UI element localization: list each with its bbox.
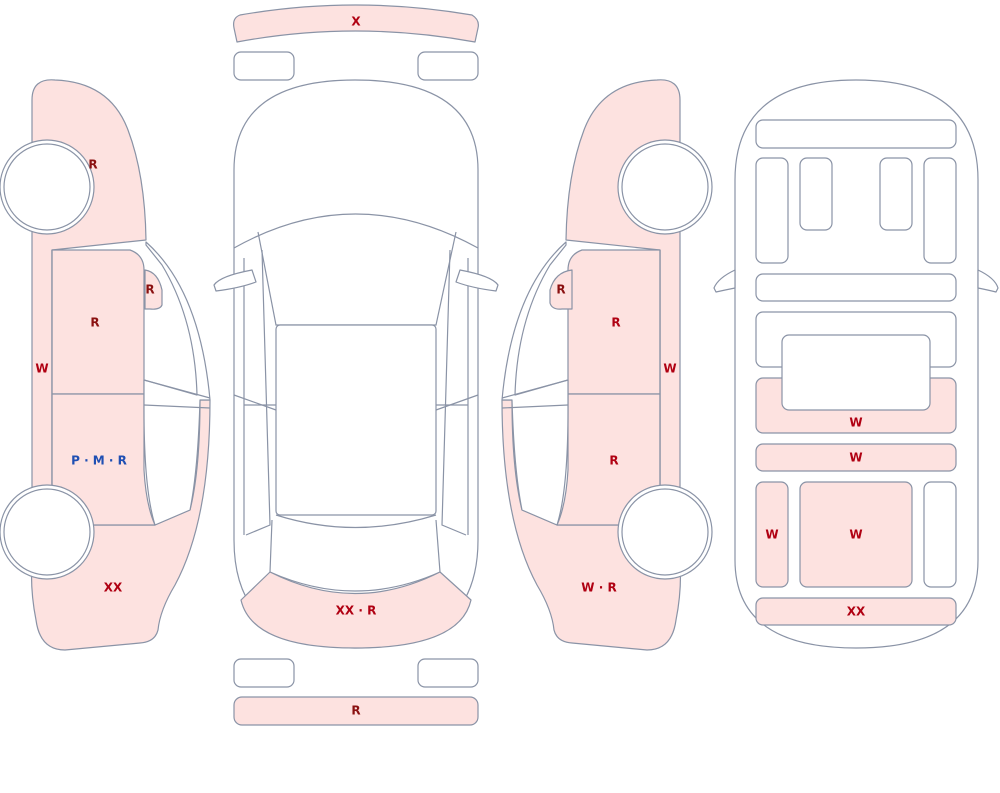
front-left-light[interactable] [233,51,295,81]
left-rear-wheel-inner[interactable] [3,488,91,576]
roof-part[interactable] [275,324,437,516]
floor-center-part[interactable] [799,481,913,588]
left-sill-label: W [35,362,48,376]
left-side-view: R R R W P · M · R XX [0,79,211,651]
front-bumper-label: X [351,15,361,29]
right-sill-label: W [663,362,676,376]
left-front-door-label: R [90,316,99,330]
top-left-mirror[interactable] [213,269,257,292]
left-mirror-label: R [145,283,154,297]
floor-rear-row-label: W [849,416,862,430]
rear-panel-label: XX · R [336,604,377,618]
right-front-door-label: R [611,316,620,330]
front-bumper-part[interactable] [233,4,479,43]
floor-right-tub-part[interactable] [923,481,957,588]
floor-mid-strip-label: W [849,451,862,465]
front-right-light[interactable] [417,51,479,81]
interior-view: W W W W XX [713,79,999,649]
right-rear-quarter-label: W · R [581,581,616,595]
floor-mid-strip-part[interactable] [755,443,957,472]
floor-rear-strip-label: XX [847,605,866,619]
floor-center-label: W [849,528,862,542]
floor-left-tub-part[interactable] [755,481,789,588]
right-front-wheel-inner[interactable] [621,143,709,231]
rear-bumper-part[interactable] [233,696,479,726]
right-window-area [501,241,569,526]
right-mirror-part[interactable] [549,269,573,310]
floor-left-tub-label: W [765,528,778,542]
left-front-door-part[interactable] [51,249,145,395]
rear-right-light[interactable] [417,658,479,688]
right-mirror-label: R [556,283,565,297]
top-right-mirror[interactable] [455,269,499,292]
top-view: XX · R R X [213,4,499,726]
front-left-seat-outer[interactable] [755,157,789,264]
interior-left-mirror [713,269,736,293]
right-front-door-part[interactable] [567,249,661,395]
front-left-seat-inner[interactable] [799,157,833,231]
left-mirror-part[interactable] [144,269,163,310]
right-rear-door-label: R [609,454,618,468]
console-panel[interactable] [781,334,931,411]
rear-bumper-label: R [351,704,360,718]
left-front-fender-label: R [88,158,97,172]
left-window-area [143,241,211,526]
front-right-seat-outer[interactable] [923,157,957,264]
mid-strip-panel[interactable] [755,273,957,302]
left-rear-door-label: P · M · R [71,454,127,468]
floor-rear-strip-part[interactable] [755,597,957,626]
left-rear-quarter-label: XX [104,581,123,595]
interior-right-mirror [977,269,999,293]
front-right-seat-inner[interactable] [879,157,913,231]
right-rear-wheel-inner[interactable] [621,488,709,576]
left-front-wheel-inner[interactable] [3,143,91,231]
right-side-view: R R W R W · R [501,79,713,651]
dashboard-panel[interactable] [755,119,957,149]
rear-left-light[interactable] [233,658,295,688]
rear-panel-part[interactable] [240,571,472,649]
